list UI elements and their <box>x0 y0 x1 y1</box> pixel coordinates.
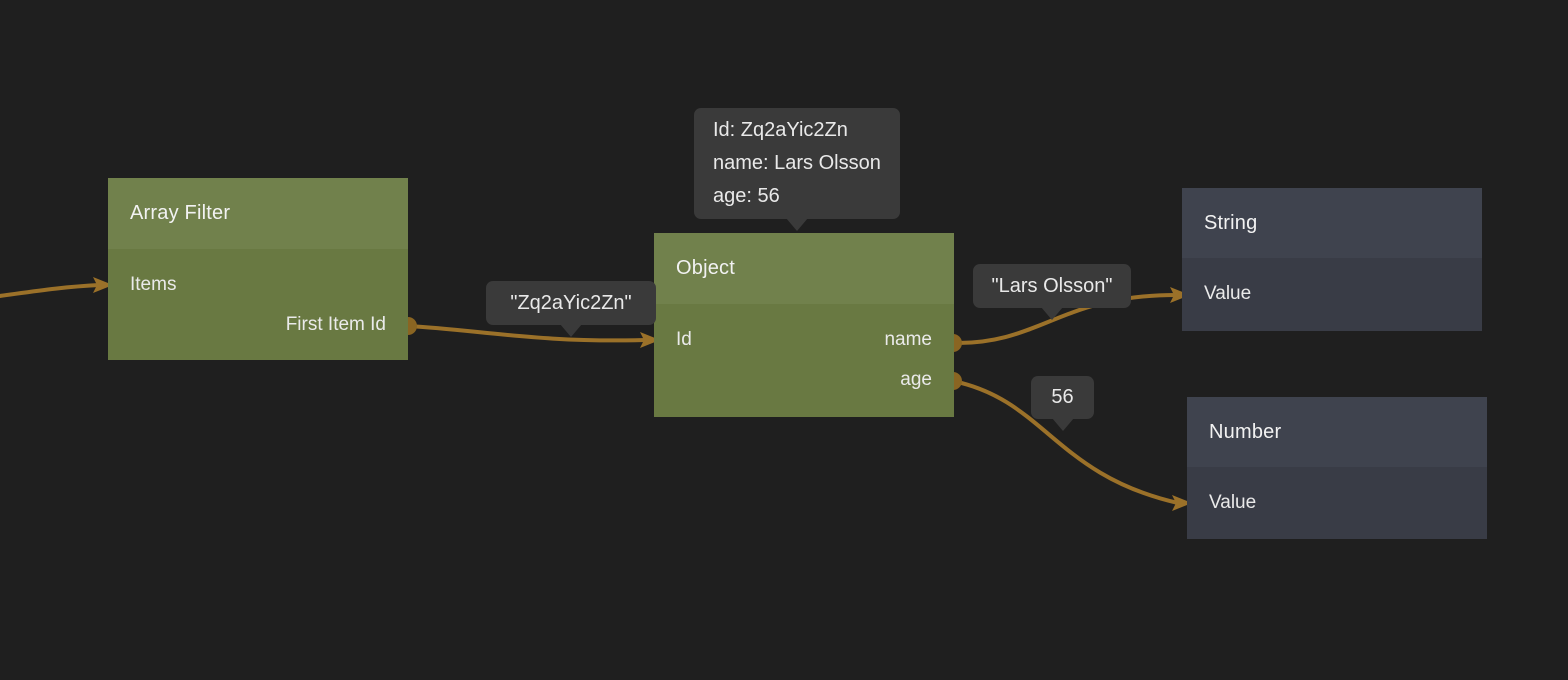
tooltip-wire-id-value: "Zq2aYic2Zn" <box>486 281 656 337</box>
port-label-first-item-id: First Item Id <box>285 314 386 335</box>
port-input-number-value-arrow[interactable] <box>1172 495 1192 511</box>
port-input-string-value-arrow[interactable] <box>1170 287 1190 303</box>
node-array-filter[interactable]: Array Filter Items First Item Id <box>108 178 408 360</box>
tooltip-wire-id-text: "Zq2aYic2Zn" <box>510 291 632 314</box>
port-row-id-name: Id name <box>654 320 954 360</box>
node-number-body: Value <box>1187 467 1487 539</box>
port-label-number-value: Value <box>1209 492 1257 513</box>
node-object[interactable]: Object Id name age <box>654 233 954 417</box>
tooltip-wire-age-value: 56 <box>1031 376 1094 431</box>
tooltip-wire-name-value: "Lars Olsson" <box>973 264 1131 320</box>
node-object-header[interactable]: Object <box>654 233 954 304</box>
wire-age-to-number-value[interactable] <box>951 379 1180 505</box>
port-input-items-arrow[interactable] <box>93 277 113 293</box>
tooltip-object-preview-line-id: Id: Zq2aYic2Zn <box>713 119 848 141</box>
node-number-title: Number <box>1209 420 1282 443</box>
port-row-items: Items <box>108 265 408 305</box>
tooltip-wire-name-text: "Lars Olsson" <box>991 274 1113 297</box>
node-array-filter-body: Items First Item Id <box>108 249 408 360</box>
tooltip-object-preview-line-age: age: 56 <box>713 185 780 207</box>
node-number[interactable]: Number Value <box>1187 397 1487 539</box>
node-string-header[interactable]: String <box>1182 188 1482 258</box>
tooltip-object-preview: Id: Zq2aYic2Zn name: Lars Olsson age: 56 <box>694 108 900 231</box>
node-array-filter-title: Array Filter <box>130 202 231 224</box>
node-string[interactable]: String Value <box>1182 188 1482 331</box>
wire-first-item-id-to-object-id[interactable] <box>406 324 648 343</box>
port-label-string-value: Value <box>1204 283 1252 304</box>
port-row-number-value: Value <box>1187 483 1487 523</box>
node-object-body: Id name age <box>654 304 954 417</box>
port-label-age: age <box>900 369 932 390</box>
port-row-string-value: Value <box>1182 274 1482 314</box>
node-string-body: Value <box>1182 258 1482 331</box>
wire-into-items[interactable] <box>0 283 101 298</box>
tooltip-wire-age-text: 56 <box>1051 386 1074 408</box>
tooltip-object-preview-line-name: name: Lars Olsson <box>713 152 881 174</box>
port-label-name: name <box>884 329 932 350</box>
node-object-title: Object <box>676 257 736 279</box>
node-array-filter-header[interactable]: Array Filter <box>108 178 408 249</box>
port-row-age: age <box>654 360 954 400</box>
node-string-title: String <box>1204 211 1258 234</box>
port-label-id: Id <box>676 329 692 350</box>
port-label-items: Items <box>130 274 177 295</box>
port-input-object-id-arrow[interactable] <box>640 332 660 348</box>
node-number-header[interactable]: Number <box>1187 397 1487 467</box>
port-row-first-item-id: First Item Id <box>108 305 408 345</box>
